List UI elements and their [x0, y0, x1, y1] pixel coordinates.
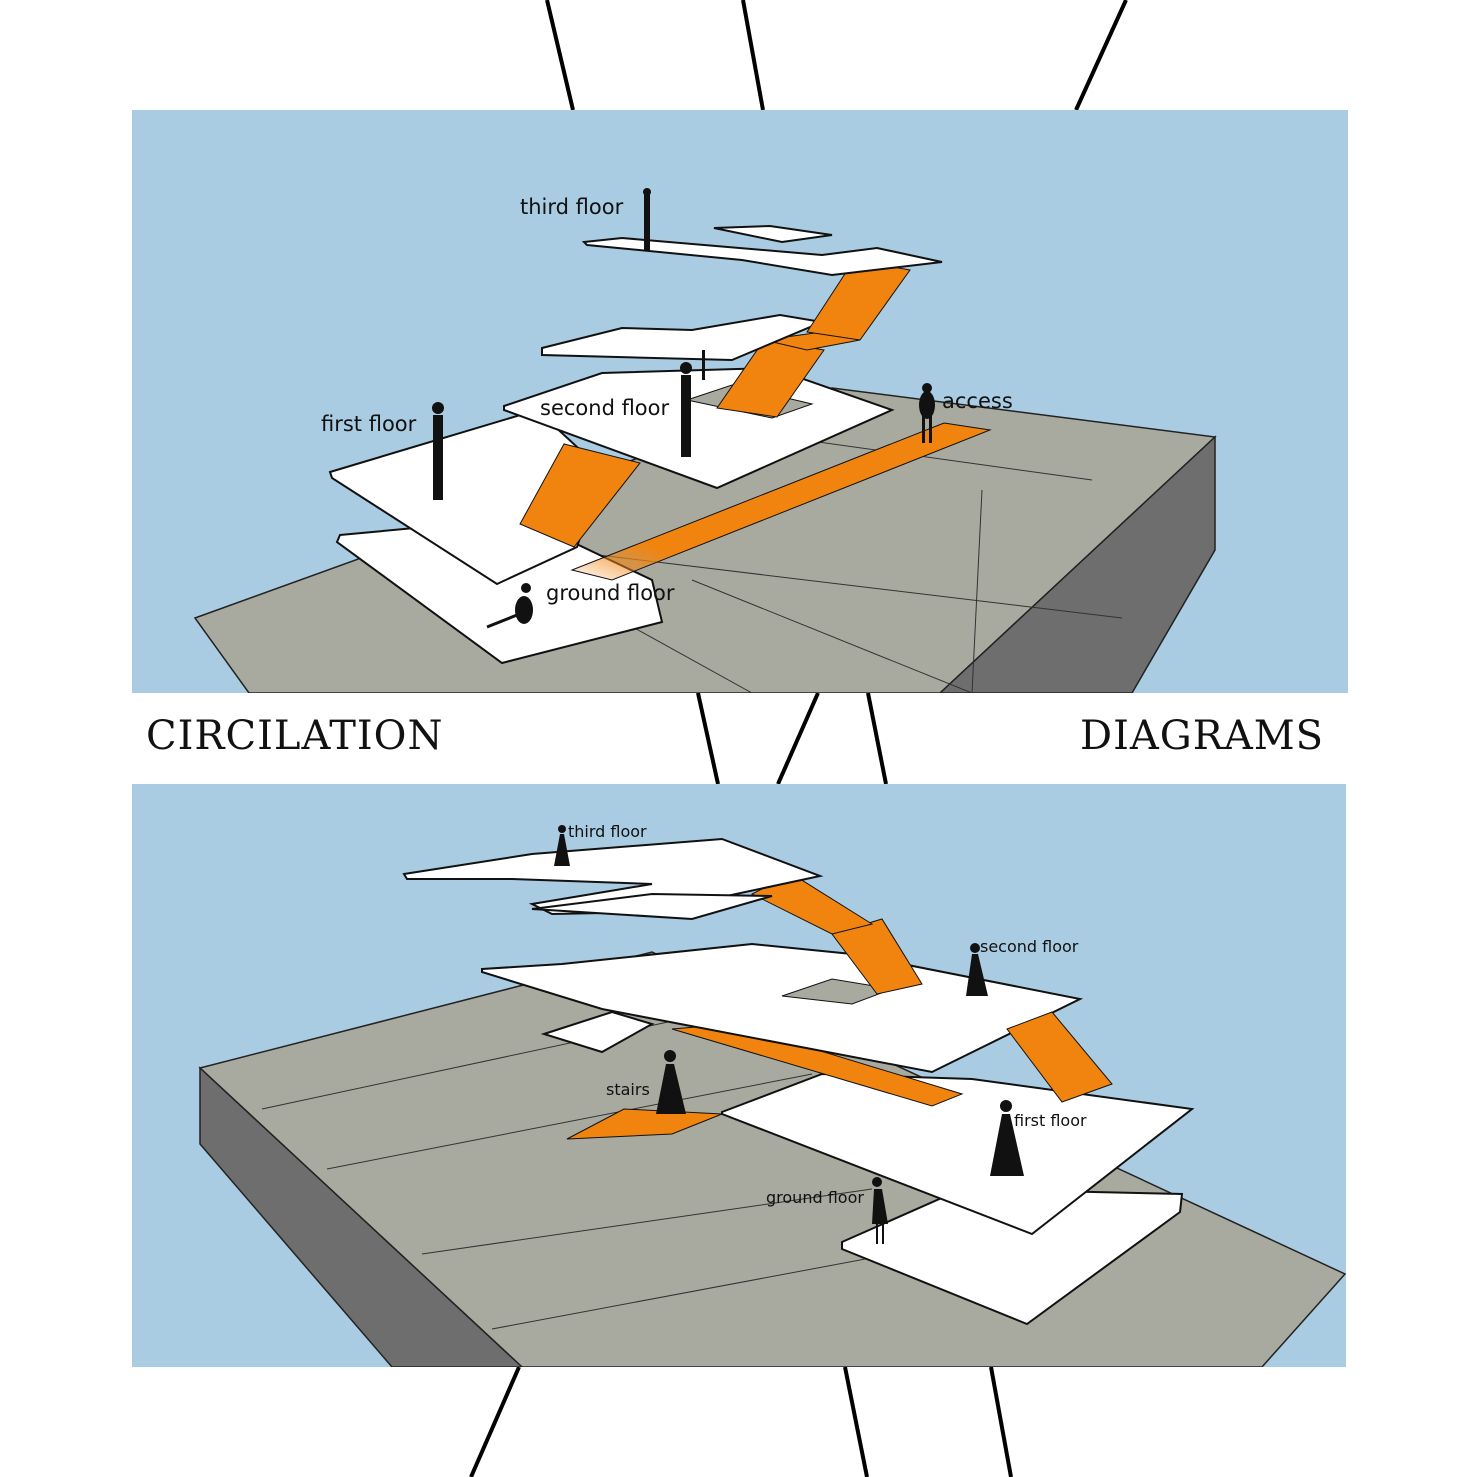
- figure-third-floor: [643, 188, 651, 250]
- label-second-floor: second floor: [540, 396, 669, 420]
- mezzanine-slab: [541, 313, 826, 362]
- label-stairs: stairs: [606, 1080, 650, 1099]
- access-ramp: [570, 422, 992, 581]
- stair-second-mid: [716, 339, 825, 418]
- label-third-floor: third floor: [520, 195, 624, 219]
- figure-third-floor: [554, 825, 570, 866]
- figure-stairs: [656, 1050, 686, 1114]
- figure-ground-floor: [872, 1177, 888, 1244]
- first-floor-slab: [721, 1072, 1195, 1236]
- figure-second-floor: [680, 350, 705, 457]
- label-ground-floor: ground floor: [766, 1188, 864, 1207]
- third-floor-slab: [581, 236, 943, 277]
- second-floor-slab: [503, 366, 895, 490]
- second-floor-slab: [481, 942, 1084, 1074]
- label-ground-floor: ground floor: [546, 581, 675, 605]
- stair-ground-first: [519, 443, 641, 548]
- figure-first-floor: [990, 1100, 1024, 1176]
- heading-circulation: CIRCILATION: [146, 713, 444, 759]
- label-second-floor: second floor: [980, 937, 1079, 956]
- heading-diagrams: DIAGRAMS: [1080, 713, 1325, 759]
- figure-access: [919, 383, 935, 443]
- figure-ground-floor: [486, 583, 533, 629]
- label-first-floor: first floor: [321, 412, 417, 436]
- terrain-side: [938, 435, 1216, 693]
- stair-mid-third: [806, 259, 911, 341]
- circulation-diagram-top: third floor second floor first floor acc…: [132, 110, 1348, 693]
- figure-first-floor: [432, 402, 444, 500]
- label-third-floor: third floor: [568, 822, 647, 841]
- figure-second-floor: [966, 943, 988, 996]
- second-floor-arm: [540, 1010, 655, 1054]
- label-access: access: [942, 389, 1013, 413]
- terrain-side: [199, 1066, 524, 1367]
- third-floor-wing: [531, 892, 773, 921]
- circulation-diagram-bottom: third floor second floor stairs first fl…: [132, 784, 1346, 1367]
- third-floor-wing: [713, 224, 833, 244]
- label-first-floor: first floor: [1014, 1111, 1087, 1130]
- stair-first-second: [1006, 1011, 1113, 1103]
